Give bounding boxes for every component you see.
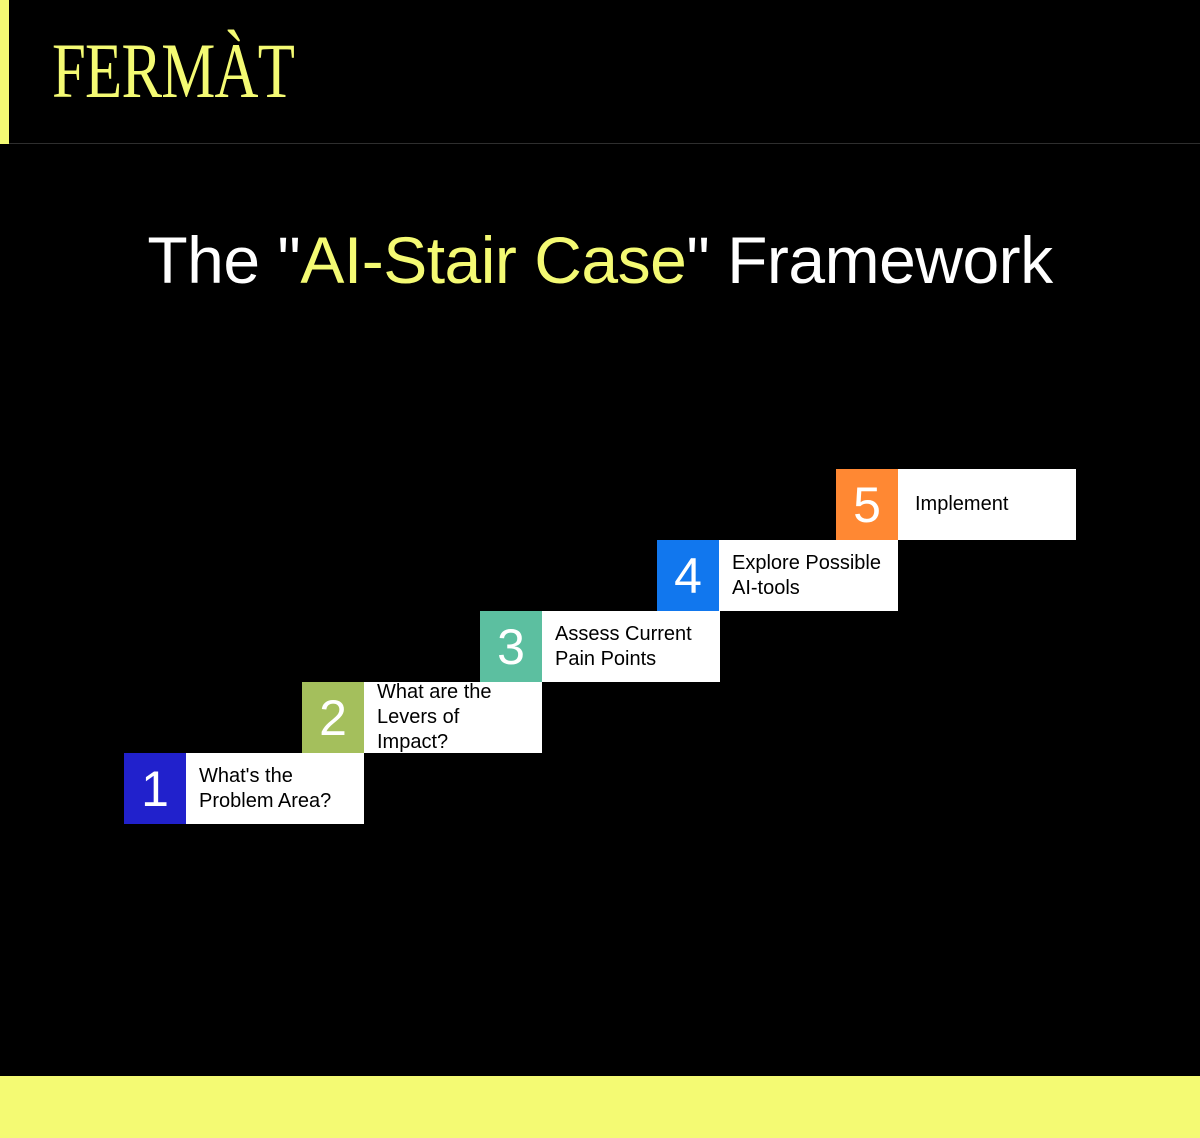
brand-logo: FERMÀT [52,27,295,114]
step-number: 2 [302,682,364,753]
stair-step-1: 1 What's the Problem Area? [124,753,364,824]
stair-step-4: 4 Explore Possible AI-tools [657,540,898,611]
stair-step-2: 2 What are the Levers of Impact? [302,681,542,753]
header-accent-bar [0,0,9,144]
step-label: What are the Levers of Impact? [364,681,542,753]
step-number: 1 [124,753,186,824]
step-label: What's the Problem Area? [186,753,364,824]
header: FERMÀT [0,0,1200,144]
title-suffix: " Framework [686,223,1053,297]
step-label: Explore Possible AI-tools [719,540,898,611]
stair-step-3: 3 Assess Current Pain Points [480,611,720,682]
title-prefix: The " [147,223,301,297]
footer-bar [0,1076,1200,1138]
step-label: Assess Current Pain Points [542,611,720,682]
step-number: 3 [480,611,542,682]
page-title: The "AI-Stair Case" Framework [0,222,1200,298]
step-label: Implement [898,469,1076,540]
stair-step-5: 5 Implement [836,469,1076,540]
step-number: 5 [836,469,898,540]
step-number: 4 [657,540,719,611]
title-highlight: AI-Stair Case [300,223,687,297]
